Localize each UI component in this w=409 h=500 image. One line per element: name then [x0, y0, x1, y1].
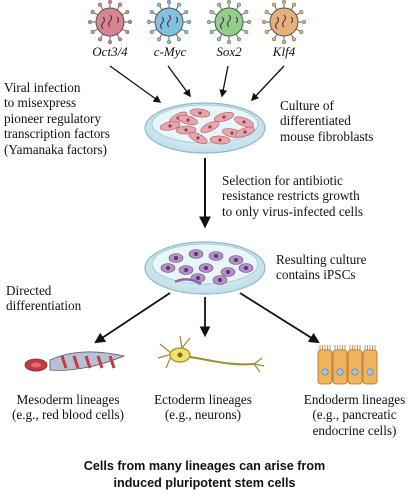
differentiation-arrows — [94, 292, 320, 344]
culture-fibroblasts-text: Culture of differentiated mouse fibrobla… — [280, 98, 374, 144]
selection-text: Selection for antibiotic resistance rest… — [222, 173, 363, 219]
fibroblast-dish — [144, 102, 266, 154]
virus-label-oct34: Oct3/4 — [92, 44, 128, 59]
red-blood-cells — [24, 351, 126, 372]
figure-caption: Cells from many lineages can arise from … — [83, 459, 326, 490]
mesoderm-label: Mesoderm lineages (e.g., red blood cells… — [11, 392, 125, 423]
fibroblast-cells — [159, 108, 255, 145]
ipsc-cells — [160, 249, 254, 286]
neuron — [157, 335, 265, 373]
ipsc-dish — [144, 241, 266, 295]
virus-label-sox2: Sox2 — [216, 44, 242, 59]
resulting-culture-text: Resulting culture contains iPSCs — [276, 252, 367, 283]
virus-label-klf4: Klf4 — [272, 44, 296, 59]
directed-differentiation-text: Directed differentiation — [6, 283, 82, 314]
virus-klf4-icon — [261, 0, 307, 45]
virus-group — [87, 0, 307, 45]
endocrine-cells — [317, 345, 378, 385]
virus-sox2-icon — [206, 0, 252, 45]
viral-infection-text: Viral infection to misexpress pioneer re… — [4, 80, 110, 157]
virus-cmyc-icon — [146, 0, 192, 45]
ectoderm-label: Ectoderm lineages (e.g., neurons) — [154, 392, 252, 423]
virus-oct34-icon — [87, 0, 133, 45]
virus-arrows — [109, 65, 285, 103]
virus-label-cmyc: c-Myc — [153, 44, 187, 59]
endoderm-label: Endoderm lineages (e.g., pancreatic endo… — [303, 392, 406, 438]
